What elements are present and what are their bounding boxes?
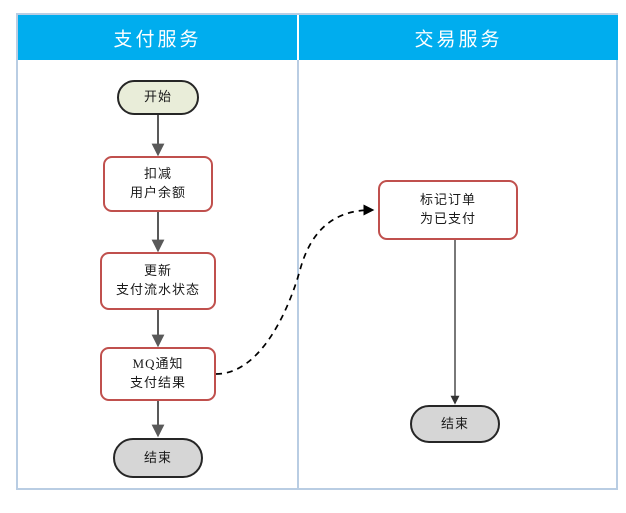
node-mq-notify-line-1: MQ通知 xyxy=(132,356,184,372)
node-mark-order-line-1: 标记订单 xyxy=(419,192,476,208)
node-end-right[interactable]: 结束 xyxy=(410,405,500,443)
node-mq-notify[interactable]: MQ通知 支付结果 xyxy=(100,347,216,401)
node-end-left-line-1: 结束 xyxy=(143,449,172,465)
node-end-right-line-1: 结束 xyxy=(440,415,469,431)
node-mark-order-line-2: 为已支付 xyxy=(419,211,476,226)
node-mq-notify-line-2: 支付结果 xyxy=(129,375,186,390)
node-start[interactable]: 开始 xyxy=(117,80,199,115)
lane-divider-body xyxy=(297,60,299,490)
node-update-status[interactable]: 更新 支付流水状态 xyxy=(100,252,216,310)
node-end-left[interactable]: 结束 xyxy=(113,438,203,478)
lane-header-transaction-service: 交易服务 xyxy=(299,15,618,60)
node-deduct-balance[interactable]: 扣减 用户余额 xyxy=(103,156,213,212)
node-start-line-1: 开始 xyxy=(143,89,172,105)
lane-header-payment-service: 支付服务 xyxy=(18,15,297,60)
node-update-status-line-1: 更新 xyxy=(143,263,172,279)
lane-header-payment-service-label: 支付服务 xyxy=(113,29,202,50)
node-deduct-balance-line-2: 用户余额 xyxy=(129,185,186,200)
node-mark-order[interactable]: 标记订单 为已支付 xyxy=(378,180,518,240)
swimlane-frame: 支付服务 交易服务 xyxy=(16,13,618,490)
lane-divider-header xyxy=(297,15,299,60)
lane-header-transaction-service-label: 交易服务 xyxy=(414,29,503,50)
node-deduct-balance-line-1: 扣减 xyxy=(143,166,172,182)
node-update-status-line-2: 支付流水状态 xyxy=(115,282,200,297)
